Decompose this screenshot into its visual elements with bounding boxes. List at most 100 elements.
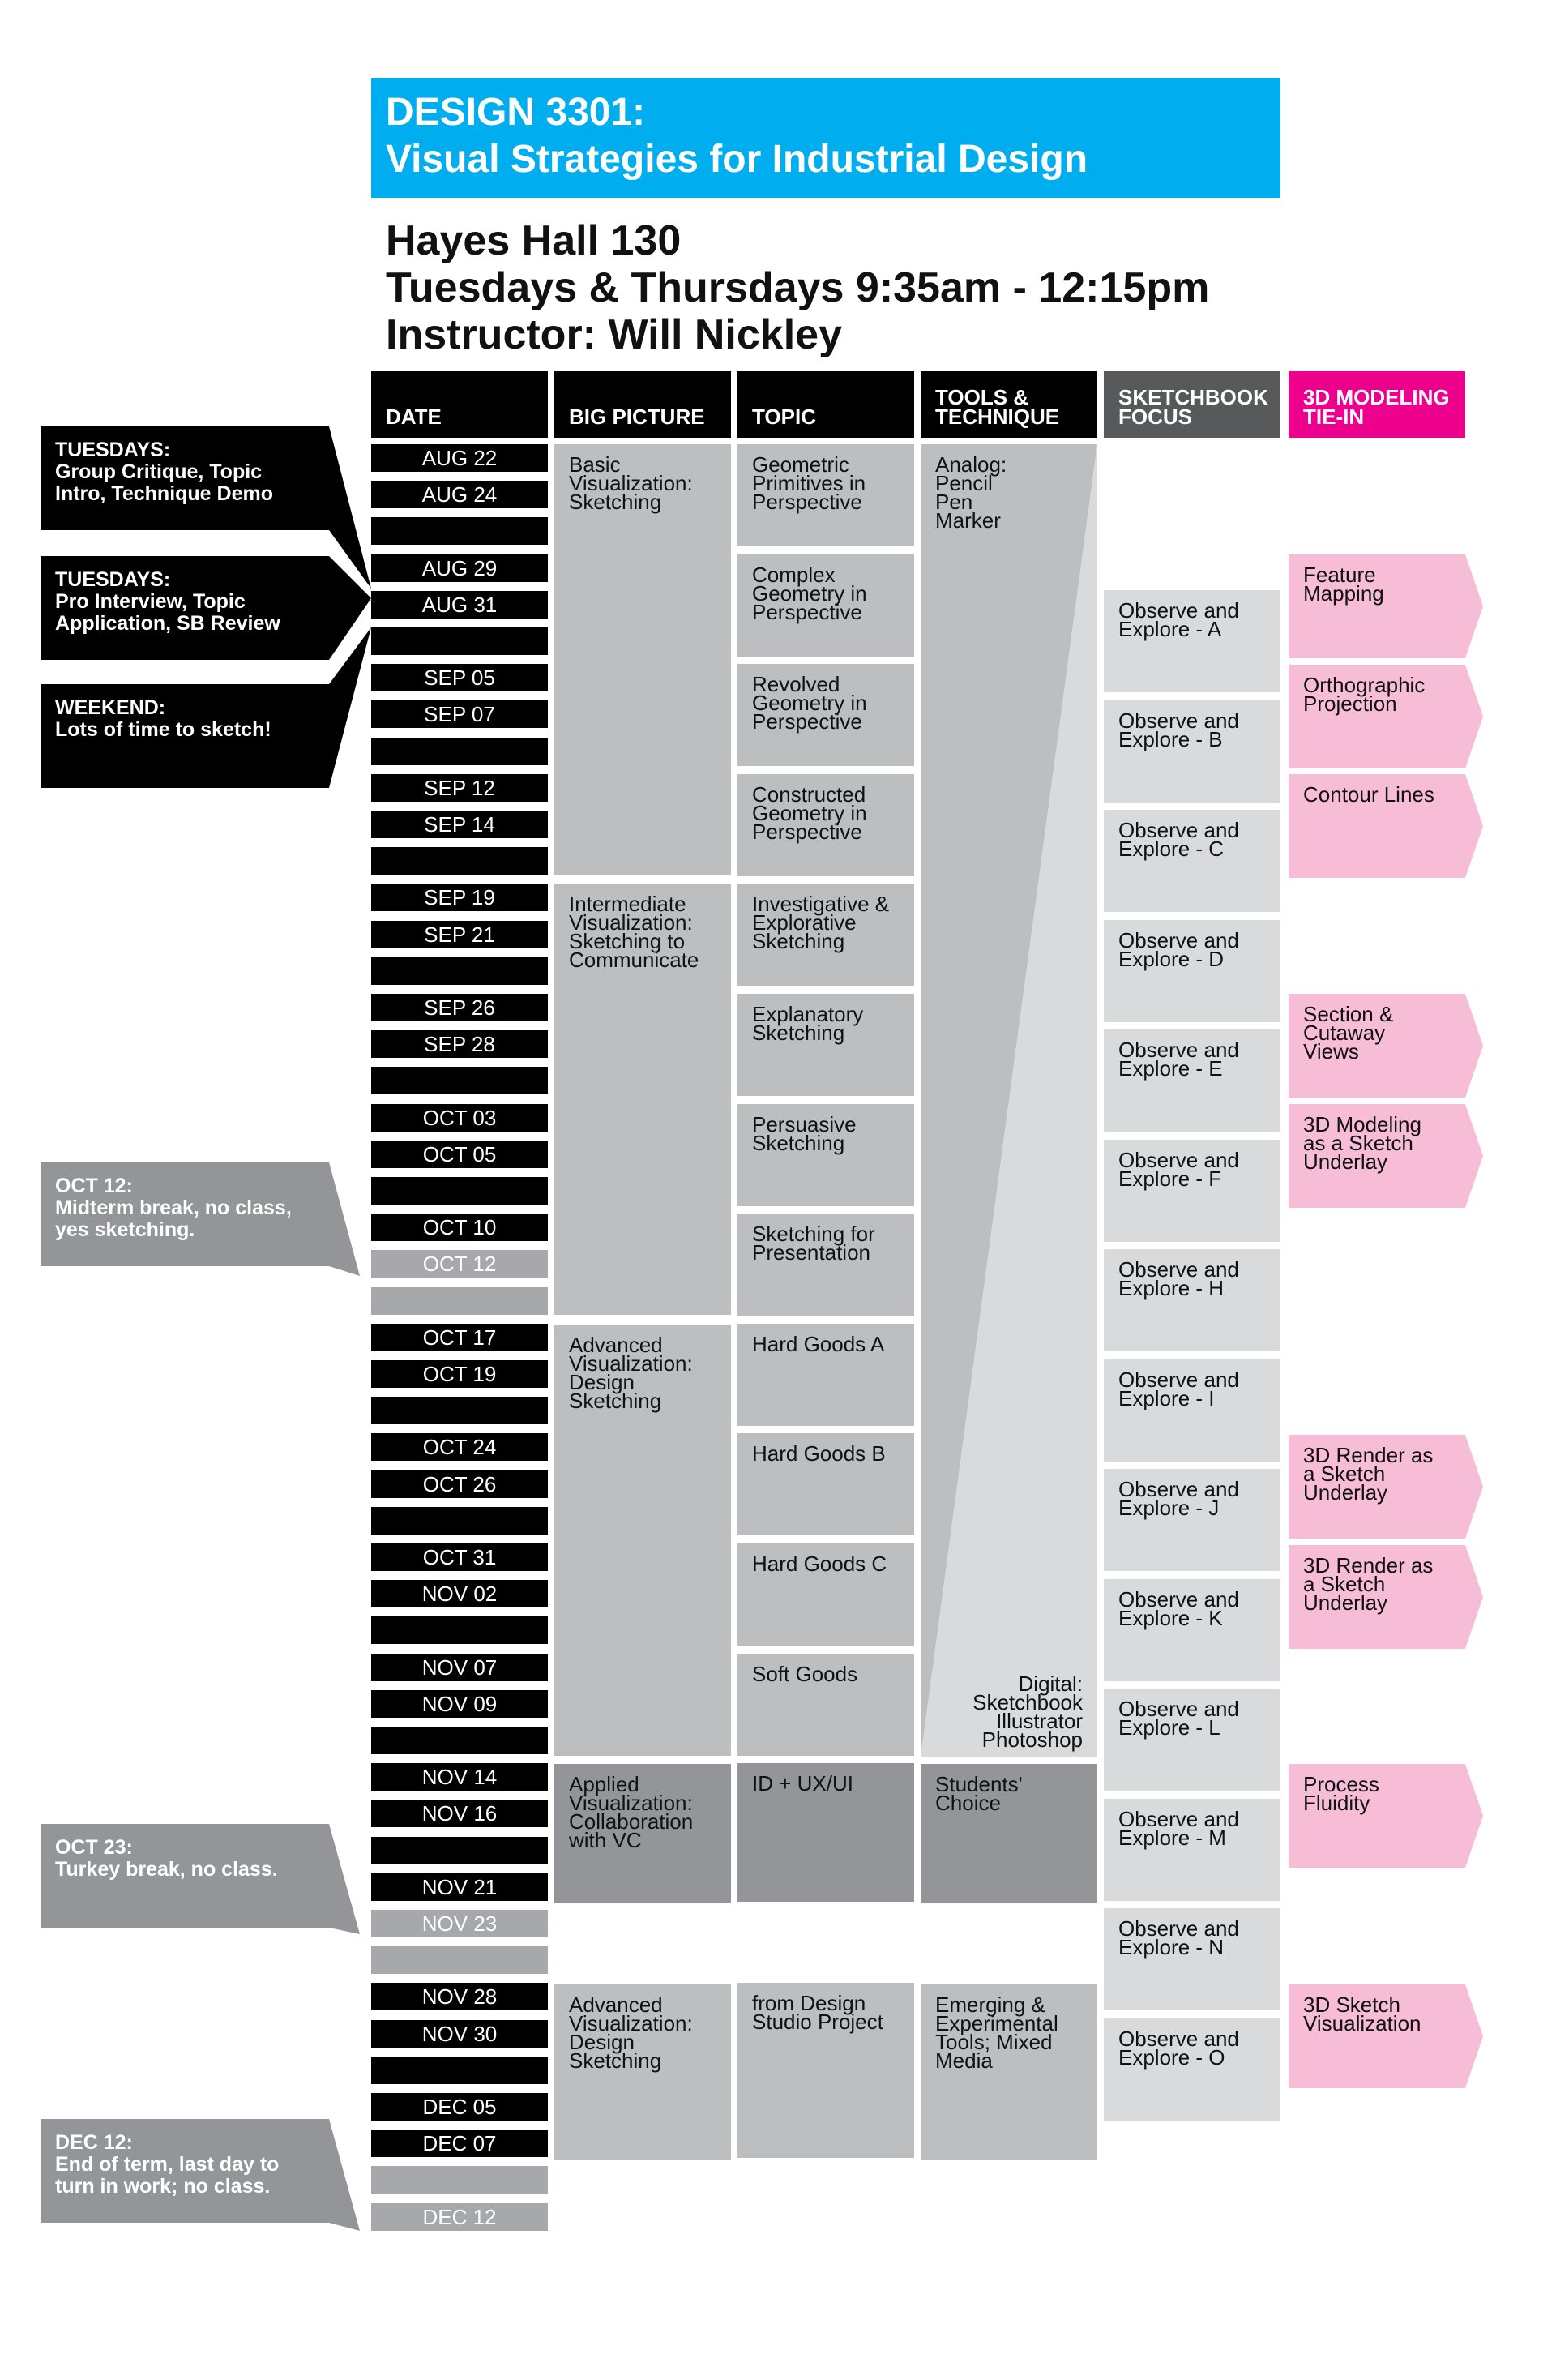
tools-digital: Digital: Sketchbook Illustrator Photosho…: [972, 1672, 1083, 1752]
modeling-cell: 3D Render as a Sketch Underlay: [1303, 1443, 1434, 1505]
date-row: NOV 28: [371, 1983, 548, 2010]
pointer-end-of-term: [329, 2119, 360, 2231]
date-row: SEP 12: [371, 774, 548, 802]
pointer-tuesdays-interview: [329, 556, 371, 660]
sketchbook-cell: Observe and Explore - J: [1104, 1469, 1280, 1571]
sketchbook-cell: Observe and Explore - B: [1104, 700, 1280, 803]
modeling-arrow-fill: [1289, 994, 1483, 1098]
sketchbook-cell: Observe and Explore - C: [1104, 810, 1280, 912]
date-row: OCT 31: [371, 1543, 548, 1571]
date-spacer: [371, 2057, 548, 2084]
date-row: OCT 24: [371, 1433, 548, 1461]
modeling-cell: 3D Sketch Visualization: [1303, 1993, 1421, 2035]
date-row: OCT 10: [371, 1214, 548, 1241]
date-spacer: [371, 738, 548, 765]
sketchbook-cell: Observe and Explore - K: [1104, 1579, 1280, 1681]
location: Hayes Hall 130: [386, 217, 682, 264]
date-spacer: [371, 2166, 548, 2194]
sketchbook-cell: Observe and Explore - M: [1104, 1799, 1280, 1901]
sketchbook-cell: Observe and Explore - N: [1104, 1908, 1280, 2010]
modeling-arrow-fill: [1289, 554, 1483, 658]
topic-cell: Revolved Geometry in Perspective: [737, 664, 914, 766]
tools-students-choice: Students' Choice: [921, 1764, 1097, 1903]
header-sketchbook: SKETCHBOOK FOCUS: [1104, 371, 1280, 438]
header-date: DATE: [371, 371, 548, 438]
instructor: Instructor: Will Nickley: [386, 311, 842, 358]
date-spacer: [371, 1287, 548, 1315]
modeling-cell: Section & Cutaway Views: [1303, 1002, 1394, 1064]
date-spacer: [371, 1727, 548, 1754]
topic-cell: Hard Goods C: [737, 1543, 914, 1646]
date-row: AUG 24: [371, 481, 548, 508]
date-row: OCT 17: [371, 1324, 548, 1351]
date-spacer: [371, 847, 548, 875]
header-modeling: 3D MODELING TIE-IN: [1289, 371, 1465, 438]
modeling-arrow-shape: [1289, 1984, 1483, 2088]
date-row: SEP 05: [371, 664, 548, 691]
sketchbook-cell: Observe and Explore - O: [1104, 2018, 1280, 2121]
tools-emerging: Emerging & Experimental Tools; Mixed Med…: [921, 1984, 1097, 2160]
sketchbook-cell: Observe and Explore - A: [1104, 590, 1280, 692]
course-info: Hayes Hall 130 Tuesdays & Thursdays 9:35…: [386, 217, 1520, 358]
date-row: OCT 05: [371, 1141, 548, 1168]
topic-cell: Geometric Primitives in Perspective: [737, 444, 914, 546]
date-row: SEP 07: [371, 700, 548, 728]
topic-cell: Soft Goods: [737, 1654, 914, 1756]
date-spacer: [371, 957, 548, 985]
header-date-label: DATE: [386, 405, 442, 429]
pointer-weekend: [329, 627, 371, 788]
modeling-arrow-shape: [1289, 1545, 1483, 1649]
date-row: DEC 12: [371, 2203, 548, 2231]
header-topic: TOPIC: [737, 371, 914, 438]
header-topic-label: TOPIC: [752, 405, 816, 429]
modeling-arrow-shape: [1289, 554, 1483, 658]
modeling-arrow-shape: [1289, 774, 1483, 878]
date-row: NOV 16: [371, 1800, 548, 1827]
topic-cell: Constructed Geometry in Perspective: [737, 774, 914, 876]
sketchbook-cell: Observe and Explore - H: [1104, 1249, 1280, 1351]
sketchbook-cell: Observe and Explore - D: [1104, 920, 1280, 1022]
modeling-cell: Process Fluidity: [1303, 1772, 1379, 1815]
modeling-arrow-shape: [1289, 665, 1483, 768]
note-end-of-term: DEC 12: End of term, last day to turn in…: [41, 2119, 329, 2223]
modeling-cell: Feature Mapping: [1303, 563, 1384, 606]
date-row: SEP 26: [371, 994, 548, 1021]
note-tuesdays-interview: TUESDAYS: Pro Interview, Topic Applicati…: [41, 556, 329, 660]
modeling-arrow-shape: [1289, 1435, 1483, 1539]
date-row: SEP 21: [371, 921, 548, 948]
course-code: DESIGN 3301:: [386, 91, 646, 134]
date-row: NOV 21: [371, 1873, 548, 1901]
date-spacer: [371, 1946, 548, 1974]
date-row: OCT 03: [371, 1104, 548, 1132]
modeling-cell: 3D Modeling as a Sketch Underlay: [1303, 1112, 1421, 1174]
topic-cell: Complex Geometry in Perspective: [737, 554, 914, 657]
topic-cell: Explanatory Sketching: [737, 994, 914, 1096]
date-row: AUG 29: [371, 554, 548, 582]
modeling-arrow-fill: [1289, 665, 1483, 768]
topic-cell: Investigative & Explorative Sketching: [737, 884, 914, 986]
date-row: NOV 07: [371, 1654, 548, 1681]
header-tools-label: TOOLS & TECHNIQUE: [935, 385, 1060, 429]
modeling-arrow-shape: [1289, 994, 1483, 1098]
date-spacer: [371, 627, 548, 655]
sketchbook-cell: Observe and Explore - E: [1104, 1029, 1280, 1132]
topic-cell: ID + UX/UI: [737, 1763, 914, 1902]
header-tools: TOOLS & TECHNIQUE: [921, 371, 1097, 438]
modeling-arrow-fill: [1289, 1435, 1483, 1539]
big-picture-intermediate: Intermediate Visualization: Sketching to…: [554, 884, 731, 1315]
schedule: Tuesdays & Thursdays 9:35am - 12:15pm: [386, 264, 1210, 311]
modeling-arrow-fill: [1289, 774, 1483, 878]
sketchbook-cell: Observe and Explore - I: [1104, 1359, 1280, 1462]
date-row: NOV 14: [371, 1763, 548, 1791]
modeling-cell: 3D Render as a Sketch Underlay: [1303, 1553, 1434, 1615]
date-row: OCT 19: [371, 1360, 548, 1388]
modeling-arrow-shape: [1289, 1104, 1483, 1208]
modeling-arrow-shape: [1289, 1764, 1483, 1868]
date-spacer: [371, 1507, 548, 1535]
topic-cell: Sketching for Presentation: [737, 1214, 914, 1316]
note-tuesdays-critique: TUESDAYS: Group Critique, Topic Intro, T…: [41, 426, 329, 530]
big-picture-applied: Applied Visualization: Collaboration wit…: [554, 1764, 731, 1903]
header-big-picture: BIG PICTURE: [554, 371, 731, 438]
tools-analog: Analog: Pencil Pen Marker: [935, 452, 1007, 533]
header-modeling-label: 3D MODELING TIE-IN: [1303, 385, 1450, 429]
